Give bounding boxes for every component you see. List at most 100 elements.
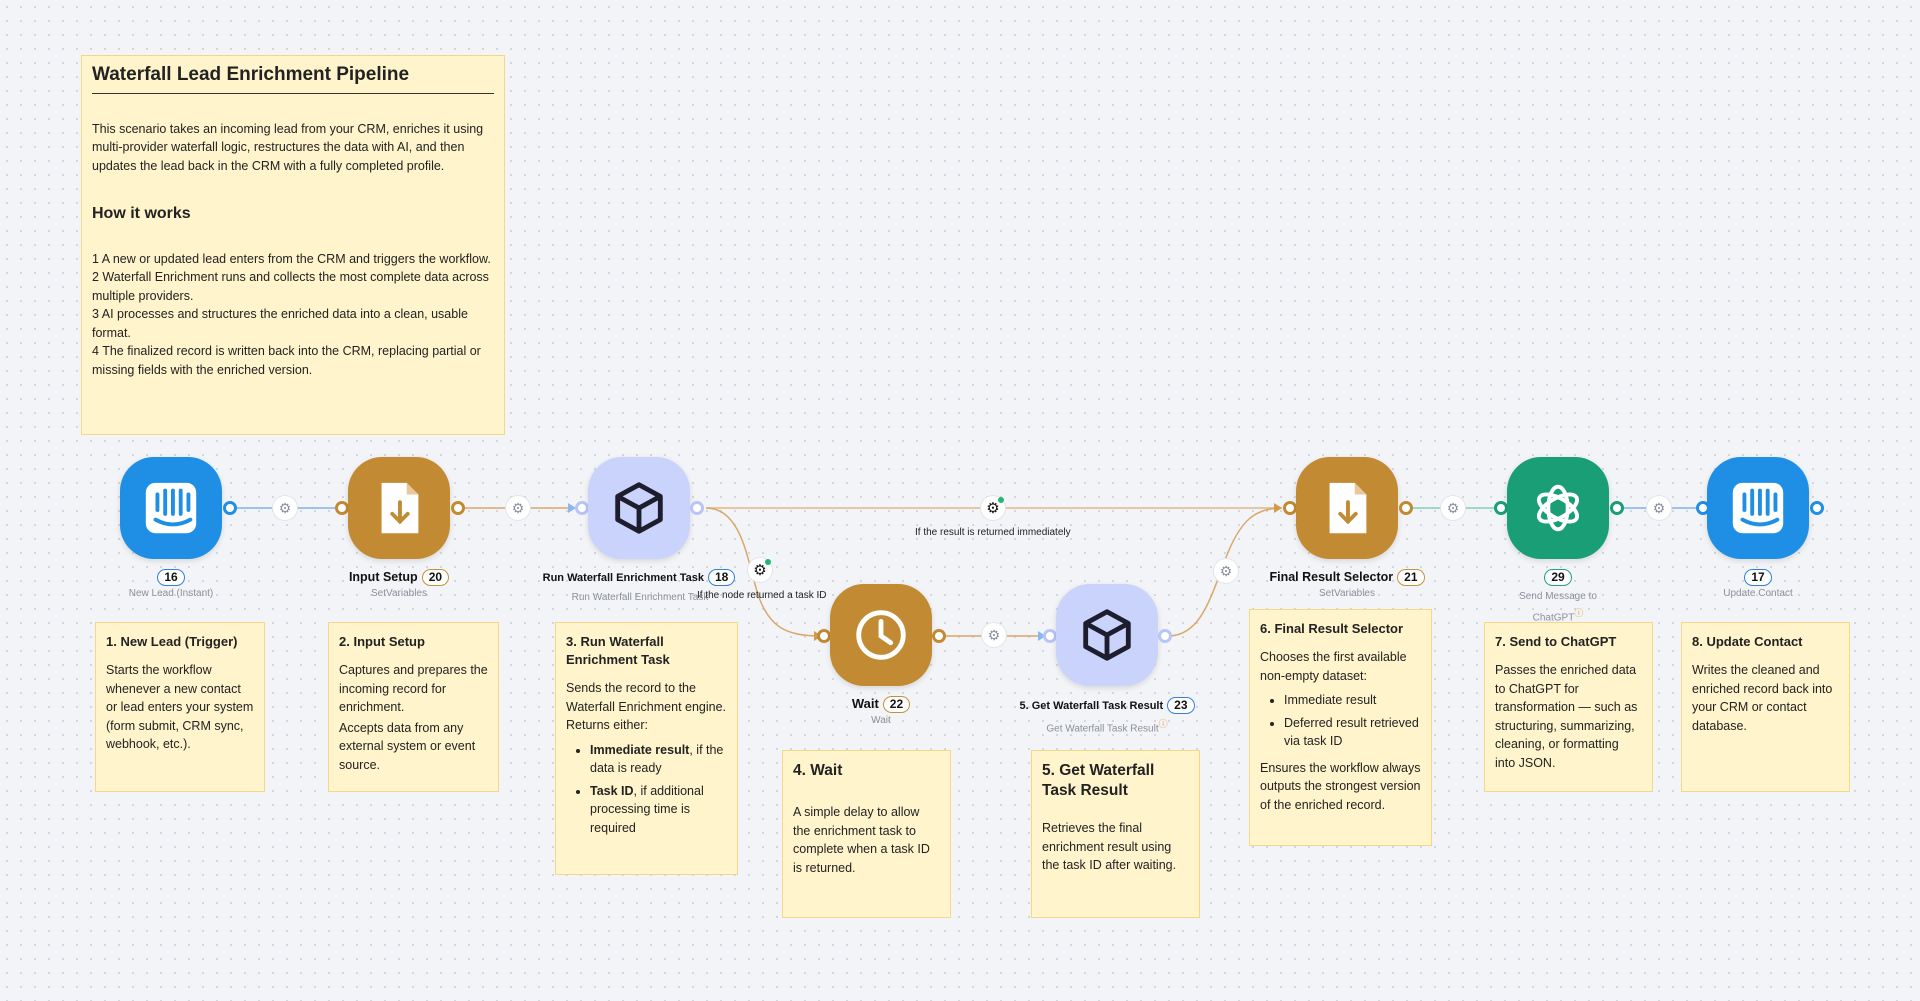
route-gear-21-29[interactable]: ⚙ bbox=[1441, 496, 1465, 520]
note-body: Starts the workflow whenever a new conta… bbox=[106, 663, 254, 751]
route-label-taskid: If the node returned a task ID bbox=[697, 590, 827, 601]
route-gear-immediate[interactable]: ⚙ bbox=[981, 496, 1005, 520]
node-run-waterfall[interactable] bbox=[588, 457, 690, 559]
note-chatgpt[interactable]: 7. Send to ChatGPT Passes the enriched d… bbox=[1484, 622, 1653, 792]
note-title: 5. Get Waterfall Task Result bbox=[1042, 762, 1155, 799]
note-list-item: Immediate result, if the data is ready bbox=[590, 741, 727, 778]
node-final-selector-sub: SetVariables bbox=[1319, 588, 1375, 599]
node-new-lead[interactable] bbox=[120, 457, 222, 559]
step-3: 3 AI processes and structures the enrich… bbox=[92, 307, 468, 340]
note-body: Captures and prepares the incoming recor… bbox=[339, 663, 488, 714]
note-update-contact[interactable]: 8. Update Contact Writes the cleaned and… bbox=[1681, 622, 1850, 792]
route-gear-taskid[interactable]: ⚙ bbox=[748, 558, 772, 582]
node-id-23: 23 bbox=[1167, 697, 1195, 714]
note-list-item: Task ID, if additional processing time i… bbox=[590, 782, 727, 838]
node-get-result[interactable] bbox=[1056, 584, 1158, 686]
link-18-22-taskid bbox=[705, 507, 823, 637]
step-2: 2 Waterfall Enrichment runs and collects… bbox=[92, 270, 489, 303]
note-title: 6. Final Result Selector bbox=[1260, 621, 1404, 636]
download-file-icon bbox=[1329, 482, 1367, 534]
node-chatgpt[interactable] bbox=[1507, 457, 1609, 559]
note-footer: Ensures the workflow always outputs the … bbox=[1260, 760, 1421, 812]
node-update-contact-sub: Update Contact bbox=[1723, 588, 1793, 599]
openai-icon bbox=[1536, 484, 1580, 532]
node-new-lead-label: 16 bbox=[120, 569, 222, 586]
route-gear-20-18[interactable]: ⚙ bbox=[506, 496, 530, 520]
note-list-item: Deferred result retrieved via task ID bbox=[1284, 714, 1421, 751]
node-id-29: 29 bbox=[1544, 569, 1572, 586]
note-body: A simple delay to allow the enrichment t… bbox=[793, 805, 930, 875]
note-body: Chooses the first available non-empty da… bbox=[1260, 650, 1407, 683]
intro-title: Waterfall Lead Enrichment Pipeline bbox=[92, 65, 494, 94]
note-title: 7. Send to ChatGPT bbox=[1495, 634, 1617, 649]
node-id-17: 17 bbox=[1744, 569, 1772, 586]
note-run-waterfall[interactable]: 3. Run Waterfall Enrichment Task Sends t… bbox=[555, 622, 738, 875]
node-id-22: 22 bbox=[882, 696, 911, 713]
node-final-selector[interactable] bbox=[1296, 457, 1398, 559]
node-run-waterfall-sub: Run Waterfall Enrichment Task bbox=[571, 592, 709, 603]
route-gear-29-17[interactable]: ⚙ bbox=[1647, 496, 1671, 520]
route-gear-22-23[interactable]: ⚙ bbox=[982, 623, 1006, 647]
note-title: 1. New Lead (Trigger) bbox=[106, 634, 238, 649]
note-body: Sends the record to the Waterfall Enrich… bbox=[566, 681, 727, 732]
note-title: 3. Run Waterfall Enrichment Task bbox=[566, 634, 670, 667]
note-body: Retrieves the final enrichment result us… bbox=[1042, 821, 1177, 872]
clock-icon bbox=[856, 610, 906, 660]
route-label-immediate: If the result is returned immediately bbox=[915, 527, 1071, 538]
intercom-icon bbox=[1732, 482, 1784, 534]
node-update-contact-label: 17 bbox=[1707, 569, 1809, 586]
note-input-setup[interactable]: 2. Input Setup Captures and prepares the… bbox=[328, 622, 499, 792]
cube-icon bbox=[1083, 609, 1131, 661]
route-gear-16-20[interactable]: ⚙ bbox=[273, 496, 297, 520]
port-out-29[interactable] bbox=[1610, 501, 1624, 515]
port-out-16[interactable] bbox=[223, 501, 237, 515]
note-get-result[interactable]: 5. Get Waterfall Task Result Retrieves t… bbox=[1031, 750, 1200, 918]
warning-icon: ⓘ bbox=[1574, 608, 1584, 618]
step-4: 4 The finalized record is written back i… bbox=[92, 344, 481, 377]
intro-description: This scenario takes an incoming lead fro… bbox=[92, 121, 484, 173]
node-wait-sub: Wait bbox=[871, 715, 891, 726]
note-new-lead[interactable]: 1. New Lead (Trigger) Starts the workflo… bbox=[95, 622, 265, 792]
how-it-works-heading: How it works bbox=[92, 205, 191, 222]
note-wait[interactable]: 4. Wait A simple delay to allow the enri… bbox=[782, 750, 951, 918]
note-title: 2. Input Setup bbox=[339, 634, 425, 649]
node-input-setup-sub: SetVariables bbox=[371, 588, 427, 599]
port-out-18[interactable] bbox=[690, 501, 704, 515]
port-in-21[interactable] bbox=[1283, 501, 1297, 515]
port-out-20[interactable] bbox=[451, 501, 465, 515]
node-id-16: 16 bbox=[157, 569, 185, 586]
cube-icon bbox=[615, 482, 663, 534]
note-body: Writes the cleaned and enriched record b… bbox=[1692, 663, 1833, 733]
port-in-22[interactable] bbox=[817, 629, 831, 643]
node-input-setup[interactable] bbox=[348, 457, 450, 559]
intro-note[interactable]: Waterfall Lead Enrichment Pipeline This … bbox=[81, 55, 505, 435]
port-in-20[interactable] bbox=[335, 501, 349, 515]
note-final-selector[interactable]: 6. Final Result Selector Chooses the fir… bbox=[1249, 609, 1432, 846]
download-file-icon bbox=[381, 482, 419, 534]
route-gear-23-21[interactable]: ⚙ bbox=[1214, 559, 1238, 583]
node-chatgpt-label: 29 bbox=[1507, 569, 1609, 586]
port-out-21[interactable] bbox=[1399, 501, 1413, 515]
node-id-20: 20 bbox=[421, 569, 450, 586]
step-1: 1 A new or updated lead enters from the … bbox=[92, 251, 491, 266]
node-id-21: 21 bbox=[1397, 569, 1425, 586]
note-list-item: Immediate result bbox=[1284, 691, 1421, 710]
note-title: 8. Update Contact bbox=[1692, 634, 1803, 649]
port-in-29[interactable] bbox=[1494, 501, 1508, 515]
intercom-icon bbox=[145, 482, 197, 534]
port-out-22[interactable] bbox=[932, 629, 946, 643]
node-wait[interactable] bbox=[830, 584, 932, 686]
node-id-18: 18 bbox=[708, 569, 736, 586]
port-out-23[interactable] bbox=[1158, 629, 1172, 643]
port-out-17[interactable] bbox=[1810, 501, 1824, 515]
note-body: Passes the enriched data to ChatGPT for … bbox=[1495, 663, 1638, 770]
port-in-18[interactable] bbox=[575, 501, 589, 515]
node-update-contact[interactable] bbox=[1707, 457, 1809, 559]
port-in-23[interactable] bbox=[1043, 629, 1057, 643]
